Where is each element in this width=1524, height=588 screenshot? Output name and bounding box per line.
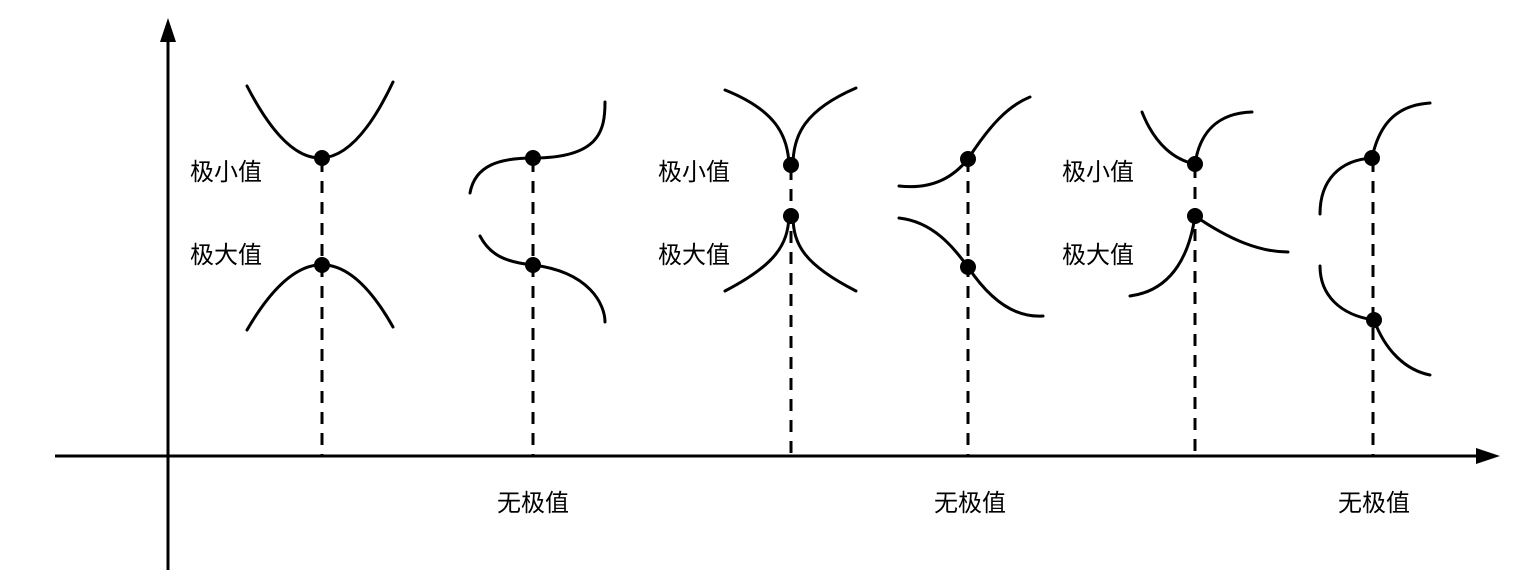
no-extremum-label: 无极值: [1338, 489, 1410, 517]
no-extremum-label: 无极值: [934, 489, 1006, 517]
max-curve: [245, 263, 395, 332]
lower-point: [525, 257, 541, 273]
lower-point: [1366, 312, 1382, 328]
upper-point: [960, 151, 976, 167]
max-right-curve: [1193, 214, 1290, 254]
case-smooth-inflection: 无极值: [468, 100, 607, 517]
case-cusp-extrema: 极小值 极大值: [658, 86, 858, 456]
max-point: [783, 208, 799, 224]
min-point: [783, 157, 799, 173]
min-right-curve: [791, 86, 858, 167]
lower-curve: [478, 234, 607, 324]
min-point: [314, 150, 330, 166]
y-axis-arrow: [160, 18, 176, 42]
min-right-curve: [1193, 110, 1254, 166]
max-left-curve: [723, 214, 791, 293]
min-label: 极小值: [658, 158, 730, 186]
upper-curve: [897, 95, 1032, 189]
max-point: [1187, 208, 1203, 224]
upper-point: [1364, 150, 1380, 166]
case-corner-inflection: 无极值: [897, 95, 1045, 517]
max-label: 极大值: [658, 241, 730, 269]
min-curve: [245, 80, 395, 160]
case-vertical-tangent: 无极值: [1318, 101, 1432, 517]
lower-point: [960, 259, 976, 275]
upper-curve: [468, 100, 607, 195]
upper-point: [525, 150, 541, 166]
no-extremum-label: 无极值: [497, 489, 569, 517]
min-label: 极小值: [1062, 158, 1134, 186]
x-axis-arrow: [1476, 448, 1500, 464]
max-point: [314, 257, 330, 273]
min-left-curve: [1140, 110, 1197, 166]
max-label: 极大值: [1062, 241, 1134, 269]
case-corner-extrema: 极小值 极大值: [1062, 110, 1290, 456]
max-left-curve: [1128, 214, 1197, 298]
min-point: [1187, 156, 1203, 172]
max-right-curve: [791, 214, 858, 293]
max-label: 极大值: [190, 241, 262, 269]
min-left-curve: [723, 88, 791, 167]
min-label: 极小值: [190, 158, 262, 186]
case-smooth-extrema: 极小值 极大值: [190, 80, 395, 456]
